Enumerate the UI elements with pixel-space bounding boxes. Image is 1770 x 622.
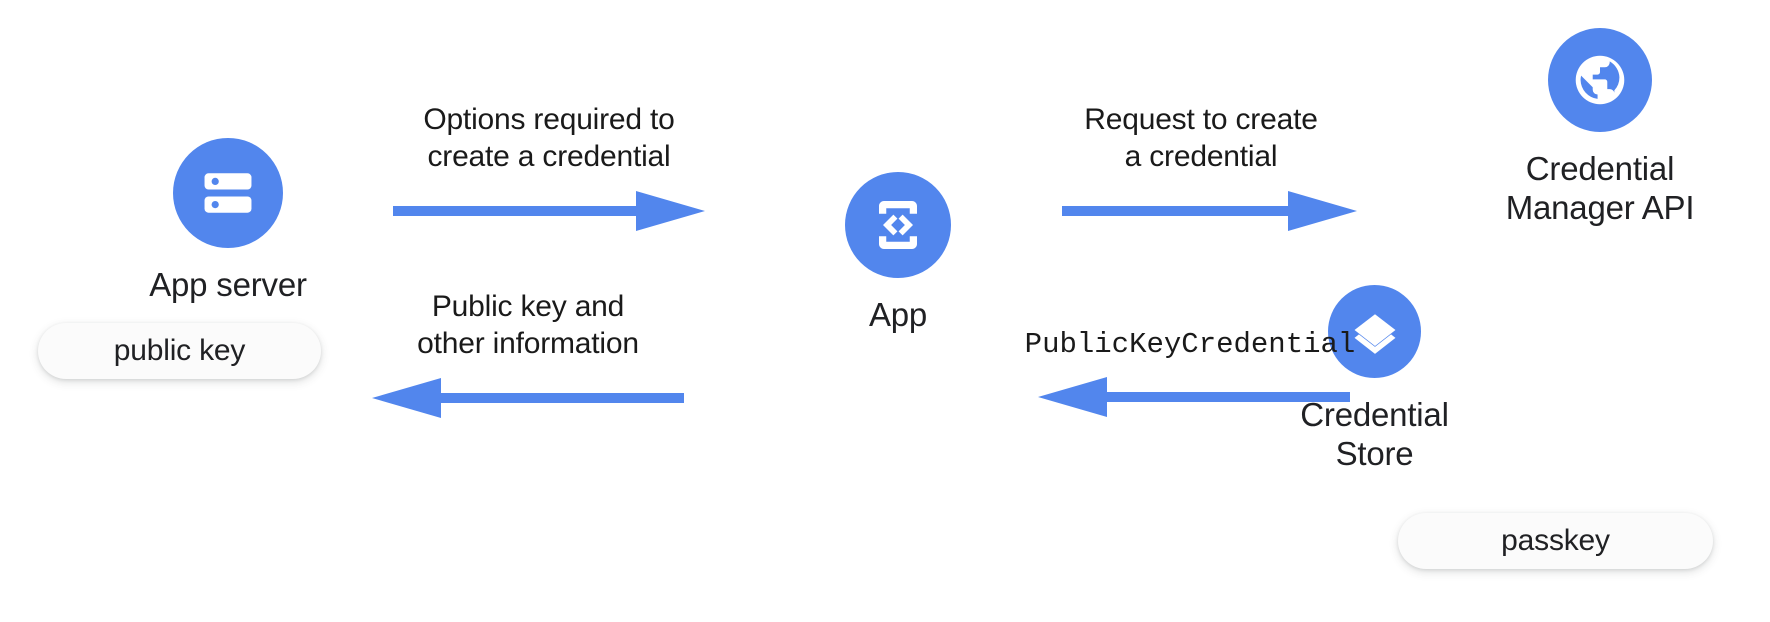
node-app: App: [838, 172, 958, 335]
node-app-server: App server: [128, 138, 328, 305]
node-credential-manager-api: Credential Manager API: [1475, 28, 1725, 228]
app-icon-circle: [845, 172, 951, 278]
arrow-left-public-key-credential: [1038, 376, 1350, 417]
credential-manager-api-icon-circle: [1548, 28, 1652, 132]
node-app-server-label: App server: [149, 266, 307, 303]
arrow-left-public-key: [372, 378, 684, 419]
flow-request-to-create: Request to create a credential: [1045, 101, 1357, 235]
node-credential-store-label: Credential Store: [1300, 396, 1449, 472]
arrow-right-request-to-create: [1062, 191, 1357, 232]
flow-public-key-and-other-information: Public key and other information: [372, 288, 684, 422]
credential-store-icon-circle: [1328, 285, 1421, 378]
code-brackets-device-icon: [879, 201, 917, 249]
server-icon: [204, 173, 252, 213]
flow-public-key-caption: Public key and other information: [417, 290, 639, 361]
node-app-label: App: [868, 296, 928, 333]
node-credential-store: Credential Store: [1262, 285, 1487, 474]
app-server-icon-circle: [173, 138, 283, 248]
flow-public-key-credential: PublicKeyCredential: [1025, 327, 1355, 421]
pill-passkey: passkey: [1398, 513, 1713, 569]
layers-icon: [1354, 313, 1395, 354]
flow-public-key-credential-caption: PublicKeyCredential: [1024, 328, 1356, 361]
flow-options-required-caption: Options required to create a credential: [423, 103, 675, 174]
arrow-right-options-required: [393, 191, 705, 232]
globe-icon: [1575, 55, 1625, 105]
flow-options-required: Options required to create a credential: [393, 101, 705, 235]
flow-request-to-create-caption: Request to create a credential: [1084, 103, 1318, 174]
node-credential-manager-api-label: Credential Manager API: [1505, 150, 1695, 226]
pill-public-key: public key: [38, 323, 321, 379]
